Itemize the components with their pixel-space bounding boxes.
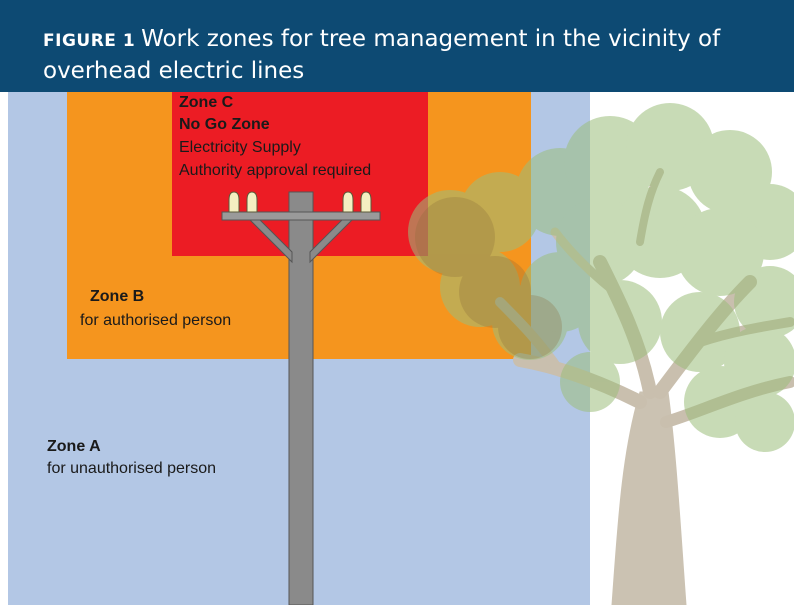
zone-c-label: Zone C [179, 94, 234, 111]
figure-label: FIGURE 1 [43, 31, 136, 51]
zone-diagram: Zone C No Go Zone Electricity Supply Aut… [0, 92, 794, 605]
zone-a-label: Zone A [47, 438, 101, 455]
tree-canopy [408, 103, 794, 452]
zone-b-desc: for authorised person [80, 312, 232, 329]
tree-canopy-shadow [415, 197, 562, 359]
zone-b-label: Zone B [90, 288, 145, 305]
zone-c-desc-1: Electricity Supply [179, 139, 301, 156]
figure-title-text: Work zones for tree management in the vi… [43, 26, 721, 84]
zone-c-desc-2: Authority approval required [179, 162, 372, 179]
zone-diagram-svg [0, 92, 794, 605]
power-pole [221, 191, 381, 605]
zone-a-desc: for unauthorised person [47, 460, 216, 477]
zone-c-subtitle: No Go Zone [179, 116, 270, 133]
insulators [228, 191, 372, 213]
